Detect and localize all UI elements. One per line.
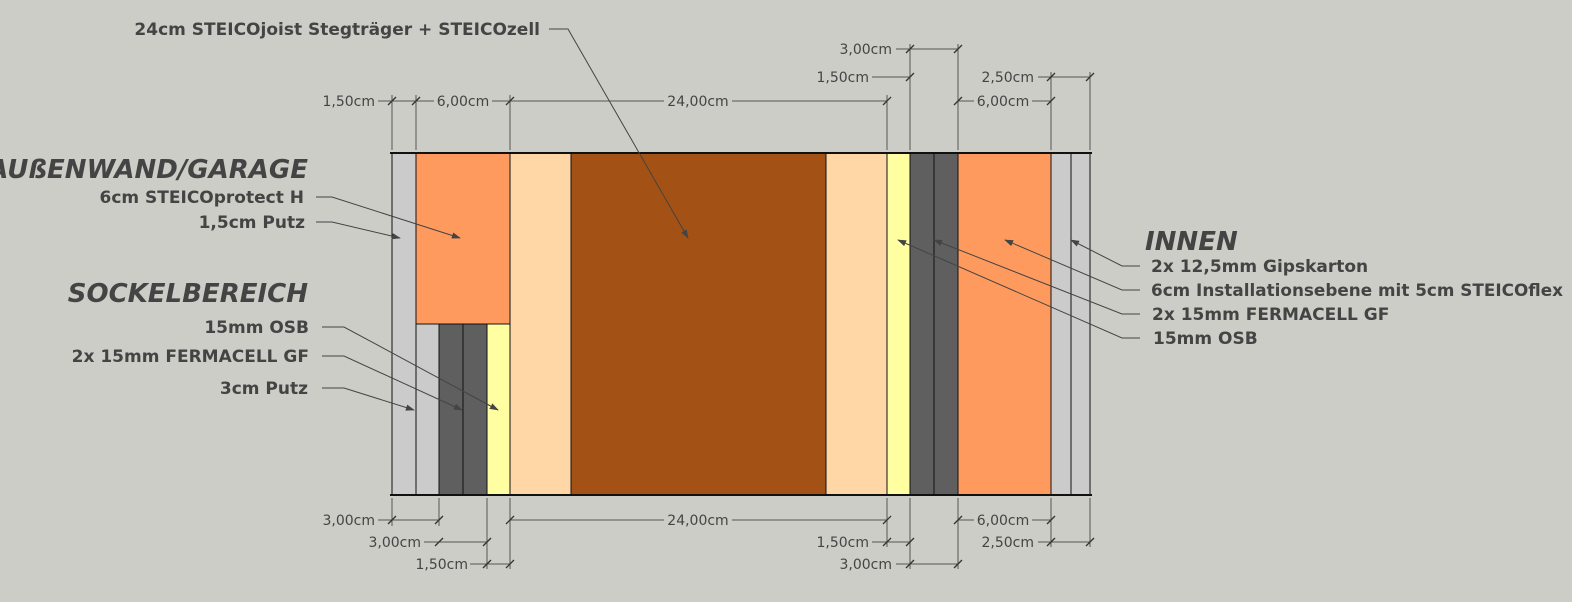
dim-bottom-fermacell-right: 3,00cm: [839, 557, 892, 573]
heading-plinth: SOCKELBEREICH: [68, 279, 308, 309]
layer-osb-interior: [886, 152, 911, 496]
label-plinth-osb: 15mm OSB: [204, 318, 309, 338]
layer-gips-2: [1070, 152, 1091, 496]
leader-plinth-fermacell: [322, 355, 463, 411]
wall-layers: [390, 152, 1092, 496]
layer-gips-1: [1050, 152, 1072, 496]
leader-top: [549, 28, 689, 239]
dim-top-fermacell: 3,00cm: [839, 42, 892, 58]
layer-joist-web: [570, 152, 827, 496]
leader-plinth-osb: [322, 326, 499, 411]
layer-fermacell-interior-2: [933, 152, 959, 496]
leader-lines: [316, 28, 1140, 411]
layer-joist-flange-exterior: [509, 152, 572, 496]
leader-int-install: [1004, 239, 1140, 291]
dim-bottom-install: 6,00cm: [977, 513, 1030, 529]
label-ext-putz: 1,5cm Putz: [199, 213, 306, 233]
dimension-ticks: [387, 44, 1095, 569]
dim-top-gips: 2,50cm: [981, 70, 1034, 86]
layer-plinth-putz: [415, 323, 440, 496]
layer-installation: [957, 152, 1052, 496]
layer-steico-protect: [415, 152, 511, 325]
dim-bottom-joist: 24,00cm: [667, 513, 728, 529]
extension-lines: [391, 44, 1091, 569]
leader-plinth-putz: [322, 387, 415, 411]
dim-bottom-fermacell: 3,00cm: [368, 535, 421, 551]
dim-top-joist: 24,00cm: [667, 94, 728, 110]
dim-top-steico: 6,00cm: [437, 94, 490, 110]
leader-ext-steico: [316, 196, 461, 239]
dim-top-osb: 1,50cm: [816, 70, 869, 86]
label-ext-steico: 6cm STEICOprotect H: [100, 188, 304, 208]
label-int-osb: 15mm OSB: [1153, 329, 1258, 349]
label-int-gips: 2x 12,5mm Gipskarton: [1151, 257, 1368, 277]
label-top-joist: 24cm STEICOjoist Stegträger + STEICOzell: [134, 20, 540, 40]
dim-bottom-gips: 2,50cm: [981, 535, 1034, 551]
leader-int-gips: [1070, 239, 1140, 267]
leader-ext-putz: [316, 221, 401, 240]
layer-plinth-fermacell-1: [438, 323, 464, 496]
layer-plinth-osb: [486, 323, 511, 496]
layer-labels: 24cm STEICOjoist Stegträger + STEICOzell…: [72, 20, 1563, 399]
dim-bottom-putz: 3,00cm: [322, 513, 375, 529]
layer-plinth-fermacell-2: [462, 323, 488, 496]
dimension-lines: [378, 48, 1090, 565]
dim-top-putz: 1,50cm: [322, 94, 375, 110]
leader-int-fermacell: [933, 239, 1140, 315]
layer-joist-flange-interior: [825, 152, 888, 496]
heading-exterior: AUßENWAND/GARAGE: [0, 155, 308, 185]
dimension-labels: 1,50cm 6,00cm 24,00cm 3,00cm 1,50cm 6,00…: [322, 42, 1034, 573]
label-plinth-fermacell: 2x 15mm FERMACELL GF: [72, 347, 309, 367]
label-plinth-putz: 3cm Putz: [220, 379, 308, 399]
heading-interior: INNEN: [1145, 227, 1238, 257]
leader-int-osb: [897, 239, 1140, 339]
layer-putz-exterior: [391, 152, 417, 496]
dim-bottom-osb-right: 1,50cm: [816, 535, 869, 551]
label-int-install: 6cm Installationsebene mit 5cm STEICOfle…: [1151, 281, 1563, 301]
layer-fermacell-interior-1: [909, 152, 935, 496]
dim-bottom-osb: 1,50cm: [415, 557, 468, 573]
dim-top-install: 6,00cm: [977, 94, 1030, 110]
label-int-fermacell: 2x 15mm FERMACELL GF: [1152, 305, 1389, 325]
